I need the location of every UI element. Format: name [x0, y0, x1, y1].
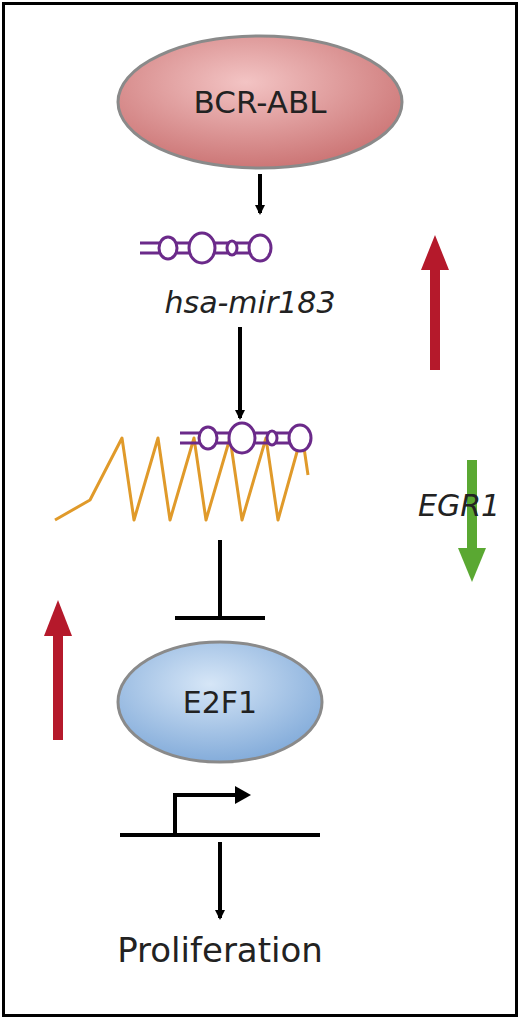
- transcription-factor-ellipse: E2F1: [115, 640, 325, 840]
- mirna-hairpin: hsa-mir183: [130, 215, 370, 325]
- node-label: hsa-mir183: [130, 283, 370, 323]
- inhibition-connector: [175, 540, 265, 618]
- node-label: E2F1: [115, 640, 325, 765]
- arrow-connector: [240, 327, 241, 418]
- up-arrow-red: [44, 600, 72, 740]
- arrow-connector: [260, 174, 261, 213]
- node-shape: [115, 640, 325, 840]
- arrow-connector: [220, 842, 221, 918]
- oncogene-ellipse: BCR-ABL: [115, 32, 405, 172]
- up-arrow-red: [421, 235, 449, 370]
- outcome-text: Proliferation: [100, 920, 340, 980]
- mrna-target: EGR1: [50, 420, 510, 540]
- node-label: BCR-ABL: [115, 32, 405, 172]
- node-label: Proliferation: [100, 920, 340, 980]
- node-label: EGR1: [418, 486, 498, 526]
